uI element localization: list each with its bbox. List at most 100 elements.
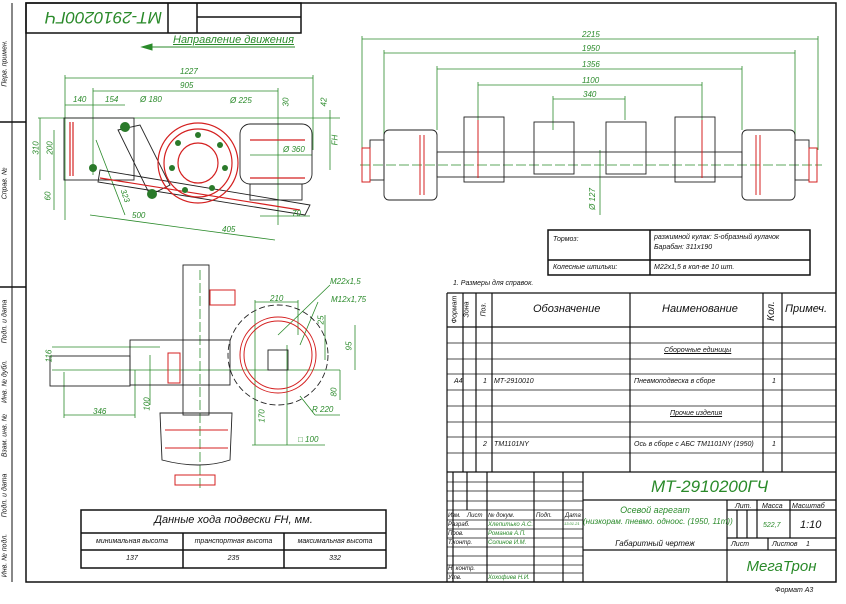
spec-header-name: Наименование <box>662 303 738 315</box>
title-sheets: 1 <box>806 541 810 548</box>
dim-r220: R 220 <box>312 405 334 414</box>
travel-title: Данные хода подвески FH, мм. <box>154 514 313 526</box>
spec-header-format: Формат <box>451 295 459 324</box>
format-label: Формат А3 <box>775 587 814 594</box>
travel-header-transport: транспортная высота <box>194 538 273 545</box>
spec-row1-qty: 1 <box>772 378 776 385</box>
side-view <box>38 75 340 241</box>
dim-100: 100 <box>142 397 152 411</box>
title-mass: 522,7 <box>763 522 781 529</box>
spec-row2-name: Ось в сборе с АБС ТМ1101NY (1950) <box>634 441 754 448</box>
title-sheet-label: Лист <box>731 541 750 548</box>
spec-row1-format: А4 <box>454 378 463 385</box>
title-doc-type: Габаритный чертеж <box>615 539 695 548</box>
spec-row1-name: Пневмоподвеска в сборе <box>634 378 716 385</box>
title-name-2: (низкорам. пневмо. одноос. (1950, 11т)) <box>583 517 733 526</box>
dim-25: 25 <box>316 315 326 325</box>
tb-date-razrab: 13.01.21 <box>564 521 580 526</box>
dim-500: 500 <box>132 211 146 220</box>
dim-60: 60 <box>43 191 53 201</box>
dim-42: 42 <box>319 97 329 107</box>
dim-340: 340 <box>583 90 597 99</box>
spec-header-designation: Обозначение <box>533 303 601 315</box>
dim-70: 70 <box>292 209 301 218</box>
dim-dia127: Ø 127 <box>587 188 597 210</box>
spec-row1-designation: МТ-2910010 <box>494 378 534 385</box>
dim-1100: 1100 <box>582 76 600 85</box>
title-company: МегаТрон <box>746 558 817 575</box>
front-view <box>360 36 822 215</box>
dim-sq100: □ 100 <box>298 435 319 444</box>
stamp-box <box>25 2 302 34</box>
stamp-code-flipped: МТ-2910200ГЧ <box>45 8 163 27</box>
tb-role-utv: Утв. <box>448 575 462 581</box>
tb-role-nkontr: Н. контр. <box>448 566 476 572</box>
title-lit-label: Лит. <box>735 503 752 510</box>
spec-row2-designation: ТМ1101NY <box>494 441 529 448</box>
spec-row2-qty: 1 <box>772 441 776 448</box>
spec-row2-pos: 2 <box>483 441 487 448</box>
dim-95: 95 <box>344 341 354 351</box>
dim-fh: FH <box>330 134 340 146</box>
title-scale: 1:10 <box>800 519 822 531</box>
tb-person-razrab: Хлепитько А.С. <box>488 522 534 528</box>
tb-role-prov: Пров. <box>448 531 464 537</box>
strip-label-perv-primen: Перв. примен. <box>1 40 9 87</box>
direction-label: Направление движения <box>173 34 294 46</box>
brake-value: разжимной кулак: S-образный кулачок <box>654 234 780 241</box>
title-mass-label: Масса <box>762 503 783 510</box>
dim-1950: 1950 <box>582 44 600 53</box>
tb-date: Дата <box>565 513 581 519</box>
note: 1. Размеры для справок. <box>453 280 534 287</box>
spec-header-qty: Кол. <box>766 301 777 321</box>
bottom-view <box>49 264 356 490</box>
title-scale-label: Масштаб <box>792 503 825 510</box>
title-name-1: Осевой агрегат <box>620 505 690 515</box>
dim-1227: 1227 <box>180 67 198 76</box>
dim-116: 116 <box>44 349 54 363</box>
dim-80: 80 <box>329 387 339 397</box>
dim-405: 405 <box>222 225 236 234</box>
dim-210: 210 <box>270 294 284 303</box>
dim-310: 310 <box>31 141 41 155</box>
spec-header-pos: Поз. <box>480 302 488 317</box>
strip-label-sprav: Справ. № <box>1 167 9 200</box>
tb-docnum: № докум. <box>488 513 515 519</box>
dim-905: 905 <box>180 81 194 90</box>
spec-section-other: Прочие изделия <box>670 410 723 417</box>
spec-row1-pos: 1 <box>483 378 487 385</box>
travel-value-min: 137 <box>126 555 138 562</box>
dim-30: 30 <box>281 97 291 107</box>
tb-person-tkontr: Солинов И.М. <box>488 540 527 546</box>
spec-header-note: Примеч. <box>785 303 827 315</box>
tb-role-tkontr: Т.контр. <box>448 540 473 546</box>
dim-154: 154 <box>105 95 119 104</box>
title-code: МТ-2910200ГЧ <box>650 477 769 496</box>
tb-person-utv: Хохофиев Н.И. <box>488 575 530 581</box>
travel-header-min: минимальная высота <box>96 538 168 545</box>
dim-200: 200 <box>45 141 55 155</box>
dim-346: 346 <box>93 407 107 416</box>
title-sheets-label: Листов <box>772 541 798 548</box>
dim-2215: 2215 <box>582 30 600 39</box>
tb-person-prov: Романов А.П. <box>488 531 526 537</box>
dim-140: 140 <box>73 95 87 104</box>
tb-role-razrab: Разраб. <box>448 522 470 528</box>
tb-sign: Подп. <box>536 513 552 519</box>
brake-label: Тормоз: <box>553 236 579 243</box>
tb-list: Лист <box>467 513 483 519</box>
studs-value: M22x1,5 в кол-ве 10 шт. <box>654 264 735 271</box>
travel-value-transport: 235 <box>227 555 240 562</box>
travel-header-max: максимальная высота <box>297 538 373 545</box>
dim-dia180: Ø 180 <box>140 95 162 104</box>
dim-1356: 1356 <box>582 60 600 69</box>
dim-dia225: Ø 225 <box>230 96 252 105</box>
dim-170: 170 <box>257 409 267 423</box>
dim-m22: M22x1,5 <box>330 277 361 286</box>
spec-header-zone: Зона <box>463 301 471 318</box>
studs-label: Колесные шпильки: <box>553 264 618 271</box>
travel-value-max: 332 <box>329 555 341 562</box>
spec-section-assemblies: Сборочные единицы <box>664 347 732 354</box>
brake-drum: Барабан: 311х190 <box>654 244 713 251</box>
